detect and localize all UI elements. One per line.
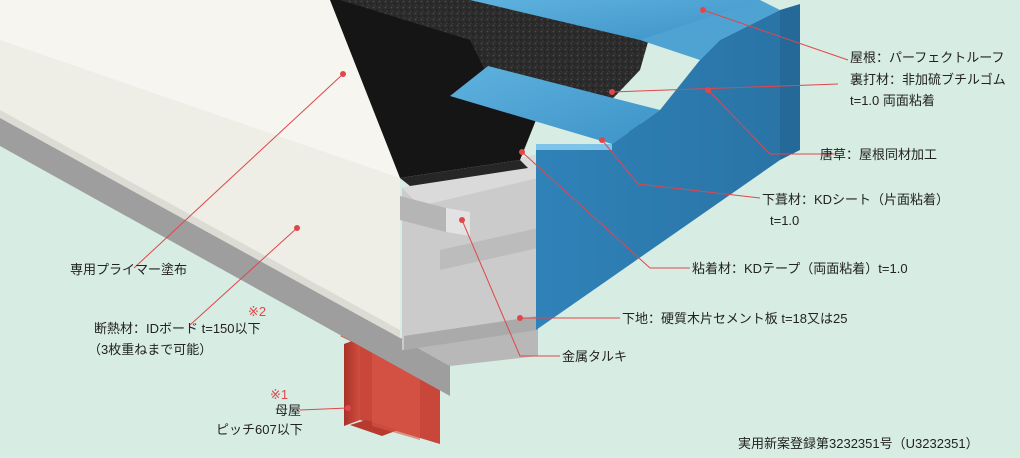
label-primer: 専用プライマー塗布 [70, 262, 188, 277]
label-insulation-layers: （3枚重ねまで可能） [88, 342, 213, 357]
leader-lines [133, 9, 849, 411]
label-adhesive-tape: 粘着材：KDテープ（両面粘着）t=1.0 [692, 261, 908, 276]
label-insulation: 断熱材：IDボード t=150以下 [94, 321, 261, 336]
purlin-note-mark: ※1 [270, 387, 289, 402]
label-purlin-pitch: ピッチ607以下 [216, 422, 303, 437]
label-metal-tarki: 金属タルキ [562, 349, 628, 364]
label-backing-thickness: t=1.0 両面粘着 [850, 93, 935, 108]
label-underlay-thickness: t=1.0 [770, 213, 800, 228]
label-substrate: 下地：硬質木片セメント板 t=18又は25 [622, 311, 848, 326]
label-backing-material: 裏打材：非加硫ブチルゴム [850, 72, 1006, 87]
patent-registration-text: 実用新案登録第3232351号（U3232351） [738, 436, 979, 451]
label-underlay-sheet: 下葺材：KDシート（片面粘着） [762, 192, 950, 207]
label-roof: 屋根：パーフェクトルーフ [850, 50, 1005, 65]
label-karakusa: 唐草：屋根同材加工 [820, 147, 938, 162]
insulation-note-mark: ※2 [248, 304, 267, 319]
leader-dots [294, 7, 711, 411]
roof-panel-shape [450, 0, 800, 330]
label-purlin: 母屋 [275, 403, 302, 418]
